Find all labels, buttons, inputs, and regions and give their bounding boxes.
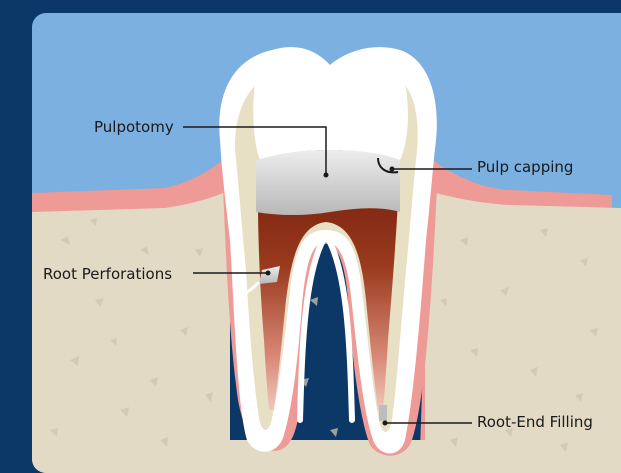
label-pulp-capping: Pulp capping bbox=[477, 158, 573, 176]
diagram-panel bbox=[32, 13, 621, 473]
label-root-perforations: Root Perforations bbox=[43, 265, 172, 283]
tooth-illustration bbox=[32, 13, 621, 473]
label-root-end-filling: Root-End Filling bbox=[477, 413, 593, 431]
root-end-filling bbox=[379, 405, 387, 421]
crown-cap bbox=[253, 56, 408, 160]
label-pulpotomy: Pulpotomy bbox=[94, 118, 174, 136]
